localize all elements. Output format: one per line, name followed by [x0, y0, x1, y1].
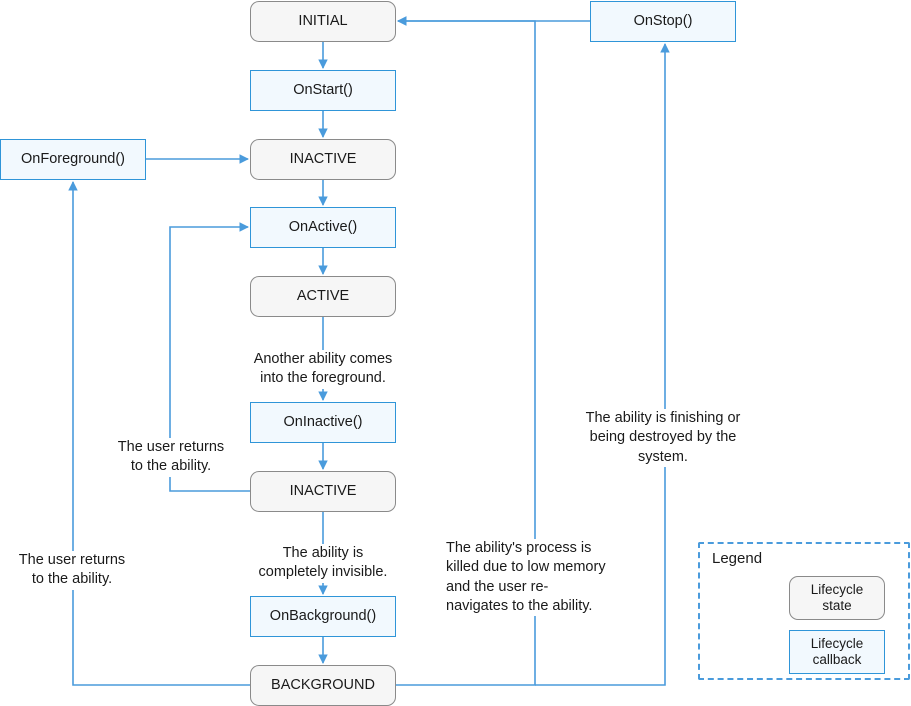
node-onstart[interactable]: OnStart(): [250, 70, 396, 111]
node-initial[interactable]: INITIAL: [250, 1, 396, 42]
legend-container: [698, 542, 910, 680]
node-onstop[interactable]: OnStop(): [590, 1, 736, 42]
node-active[interactable]: ACTIVE: [250, 276, 396, 317]
edge-background-to-onforeground: [68, 181, 250, 686]
legend-title: Legend: [712, 550, 763, 567]
node-onbackground[interactable]: OnBackground(): [250, 596, 396, 637]
node-inactive-first[interactable]: INACTIVE: [250, 139, 396, 180]
node-inactive-second[interactable]: INACTIVE: [250, 471, 396, 512]
node-onactive[interactable]: OnActive(): [250, 207, 396, 248]
node-onforeground[interactable]: OnForeground(): [0, 139, 146, 180]
node-background[interactable]: BACKGROUND: [250, 665, 396, 706]
node-oninactive[interactable]: OnInactive(): [250, 402, 396, 443]
